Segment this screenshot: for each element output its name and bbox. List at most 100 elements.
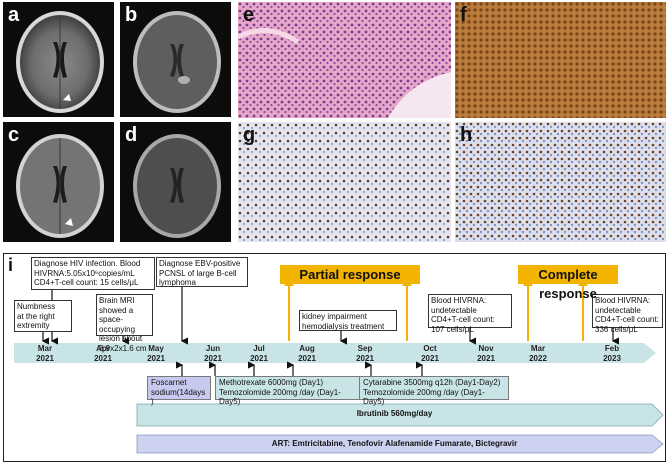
panel-label-h: h [460, 124, 473, 146]
panel-label-i: i [8, 255, 14, 275]
month-name: Aug [299, 344, 315, 353]
month-name: Jun [205, 344, 221, 353]
mri-panel-d: d [120, 122, 231, 242]
event-text-line: HIVRNA:5.05x10⁶copies/mL [34, 268, 135, 278]
month-year: 2021 [147, 353, 165, 363]
event-brain-mri: Brain MRI showed a space-occupying lesio… [96, 294, 153, 353]
event-text-line: CD4+T-cell count: 15 cells/μL [34, 278, 139, 287]
partial-response-banner: Partial response [280, 265, 420, 284]
treatment-text-line: Temozolomide 200mg /day (Day1-Day5) [363, 387, 485, 407]
mri-image-b [133, 11, 221, 113]
month-year: 2022 [529, 353, 547, 363]
mri-image-c [16, 134, 104, 238]
event-text-line: CD4+T-cell count: [431, 315, 495, 324]
histology-panel-e: e [238, 2, 451, 118]
event-text-line: space-occupying [99, 315, 136, 334]
event-pcnsl-diagnosis: Diagnose EBV-positive PCNSL of large B-c… [156, 257, 248, 287]
month-name: May [148, 344, 164, 353]
event-text-line: Blood HIVRNA: [595, 296, 651, 305]
month-name: Mar [37, 344, 53, 353]
month-name: Feb [604, 344, 620, 353]
event-numbness: Numbness at the right extremity [14, 300, 72, 332]
event-text-line: CD4+T-cell count: [595, 315, 659, 324]
complete-response-banner: Complete response [518, 265, 618, 301]
ihc-stain-image-f [455, 2, 666, 118]
treatment-text-line: Foscarnet [151, 378, 187, 387]
event-text-line: at the right [17, 311, 55, 321]
event-text-line: undetectable [595, 305, 641, 315]
panel-label-f: f [460, 4, 467, 26]
event-text-line: Diagnose EBV-positive [159, 259, 241, 268]
treatment-text-line: Cytarabine 3500mg q12h (Day1-Day2) [363, 378, 501, 387]
mri-image-a [16, 11, 104, 113]
month-name: Jul [253, 344, 265, 353]
art-label: ART: Emtricitabine, Tenofovir Alafenamid… [271, 439, 518, 448]
month-name: Oct [423, 344, 437, 353]
histology-panel-g: g [238, 122, 451, 242]
event-text-line: PCNSL of large B-cell [159, 268, 237, 278]
treatment-text-line: Methotrexate 6000mg (Day1) [219, 378, 324, 387]
panel-label-b: b [125, 4, 138, 26]
month-year: 2023 [603, 353, 621, 363]
treatment-cytarabine: Cytarabine 3500mg q12h (Day1-Day2) Temoz… [359, 376, 509, 406]
month-year: 2021 [36, 353, 54, 363]
timeline-band [14, 343, 656, 363]
event-kidney-impairment: kidney impairment hemodialysis treatment [299, 310, 397, 331]
mri-panel-b: b [120, 2, 231, 117]
timeline-connectors [14, 278, 664, 454]
event-blood-feb-2023: Blood HIVRNA: undetectable CD4+T-cell co… [592, 294, 663, 334]
month-name: Apr [96, 344, 110, 353]
month-year: 2021 [204, 353, 222, 363]
histology-panel-h: h [455, 122, 666, 242]
event-text-line: lesion about [99, 334, 143, 343]
event-hiv-diagnosis: Diagnose HIV infection. Blood HIVRNA:5.0… [31, 257, 155, 290]
event-text-line: undetectable [431, 305, 477, 315]
treatment-timeline: i [3, 253, 666, 462]
event-text-line: Brain MRI showed a [99, 296, 135, 315]
panel-label-d: d [125, 124, 138, 146]
panel-label-a: a [8, 4, 20, 26]
event-text-line: 3.9x2x1.6 cm [99, 343, 147, 353]
month-name: Mar [530, 344, 546, 353]
month-year: 2021 [421, 353, 439, 363]
histology-panel-f: f [455, 2, 666, 118]
month-year: 2021 [298, 353, 316, 363]
month-year: 2021 [356, 353, 374, 363]
mri-panel-a: a [3, 2, 114, 117]
event-text-line: 107 cells/μL [431, 324, 474, 334]
event-text-line: hemodialysis treatment [302, 321, 385, 331]
event-text-line: extremity [17, 321, 50, 330]
event-text-line: 336 cells/μL [595, 324, 638, 334]
event-text-line: Diagnose HIV infection. Blood [34, 259, 141, 268]
he-stain-image [238, 2, 451, 118]
event-text-line: kidney impairment [302, 312, 367, 321]
month-year: 2021 [94, 353, 112, 363]
event-text-line: lymphoma [159, 278, 196, 287]
event-text-line: Blood HIVRNA: [431, 296, 487, 305]
ibrutinib-label: Ibrutinib 560mg/day [356, 409, 433, 418]
month-year: 2021 [477, 353, 495, 363]
art-band [136, 434, 664, 454]
treatment-foscarnet: Foscarnet sodium(14days ) [147, 376, 211, 406]
event-blood-nov-2021: Blood HIVRNA: undetectable CD4+T-cell co… [428, 294, 512, 334]
month-year: 2021 [250, 353, 268, 363]
mri-image-d [133, 134, 221, 238]
treatment-text-line: sodium(14days ) [151, 387, 206, 407]
ibrutinib-band [136, 403, 664, 427]
month-name: Nov [478, 344, 494, 353]
treatment-methotrexate: Methotrexate 6000mg (Day1) Temozolomide … [215, 376, 365, 406]
month-name: Sep [357, 344, 373, 353]
ihc-stain-image-g [238, 122, 451, 242]
panel-label-g: g [243, 124, 256, 146]
